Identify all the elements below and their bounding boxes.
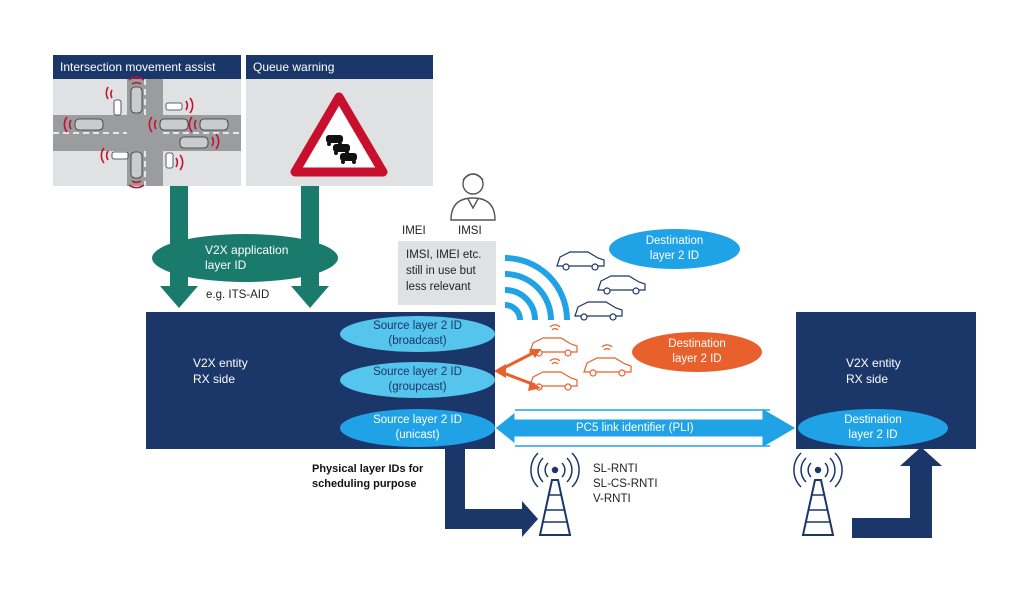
v2x-entity-rx-line2: RX side <box>846 372 889 386</box>
intersection-title-text: Intersection movement assist <box>60 60 216 74</box>
source-broadcast-line1: Source layer 2 ID <box>373 320 462 332</box>
destination-rx-line2: layer 2 ID <box>848 429 898 441</box>
physical-layer-arrow-right <box>852 447 942 538</box>
app-layer-line2: layer ID <box>205 258 247 272</box>
imsi-label: IMSI <box>458 225 482 237</box>
v2x-entity-rx-line1: V2X entity <box>846 356 901 370</box>
queue-warning-sign-icon <box>290 92 388 177</box>
cell-tower-right-icon <box>793 452 843 536</box>
identity-note-line1: IMSI, IMEI etc. <box>406 249 482 261</box>
source-layer2-broadcast: Source layer 2 ID (broadcast) <box>340 316 495 352</box>
source-broadcast-line2: (broadcast) <box>388 335 447 347</box>
intersection-panel-title: Intersection movement assist <box>53 55 241 79</box>
app-layer-example: e.g. ITS-AID <box>206 289 270 301</box>
destination-orange: Destination layer 2 ID <box>632 332 762 372</box>
identity-note-box: IMSI, IMEI etc. still in use but less re… <box>398 241 496 305</box>
orange-vehicles <box>529 324 632 391</box>
physical-layer-arrow-left <box>445 447 538 537</box>
identity-note-line3: less relevant <box>406 281 471 293</box>
destination-blue: Destination layer 2 ID <box>609 229 740 269</box>
app-layer-id-label: V2X application layer ID <box>205 243 288 273</box>
destination-blue-line2: layer 2 ID <box>649 250 700 262</box>
groupcast-arrows <box>494 349 541 391</box>
destination-rx-line1: Destination <box>844 414 902 426</box>
physical-layer-line1: Physical layer IDs for <box>312 463 424 475</box>
v2x-entity-tx-line1: V2X entity <box>193 356 248 370</box>
destination-blue-line1: Destination <box>645 235 704 247</box>
app-layer-line1: V2X application <box>205 243 289 257</box>
destination-orange-line1: Destination <box>668 338 726 350</box>
source-unicast-line1: Source layer 2 ID <box>373 414 462 426</box>
source-layer2-groupcast: Source layer 2 ID (groupcast) <box>340 362 495 398</box>
source-groupcast-line1: Source layer 2 ID <box>373 366 462 378</box>
physical-layer-label: Physical layer IDs for scheduling purpos… <box>312 462 423 492</box>
blue-vehicles <box>556 251 646 321</box>
application-layer-arrows <box>152 186 338 308</box>
v2x-entity-tx-label: V2X entity RX side <box>193 355 248 387</box>
source-unicast-line2: (unicast) <box>395 429 440 441</box>
source-layer2-unicast: Source layer 2 ID (unicast) <box>340 409 495 447</box>
physical-layer-line2: scheduling purpose <box>312 478 417 490</box>
rnti-item: SL-CS-RNTI <box>593 478 658 490</box>
wireless-waves-icon <box>504 255 570 321</box>
rnti-item: V-RNTI <box>593 493 631 505</box>
rnti-item: SL-RNTI <box>593 463 638 475</box>
destination-layer2-rx: Destination layer 2 ID <box>798 409 948 447</box>
cell-tower-icon <box>530 452 580 536</box>
imei-label: IMEI <box>402 225 426 237</box>
source-groupcast-line2: (groupcast) <box>388 381 447 393</box>
v2x-entity-rx-label: V2X entity RX side <box>846 355 901 387</box>
rnti-list: SL-RNTI SL-CS-RNTI V-RNTI <box>593 462 658 507</box>
intersection-illustration <box>53 76 241 189</box>
queue-title-text: Queue warning <box>253 60 335 74</box>
user-icon <box>450 173 496 221</box>
pc5-link-label: PC5 link identifier (PLI) <box>576 422 694 434</box>
v2x-entity-tx-line2: RX side <box>193 372 236 386</box>
destination-orange-line2: layer 2 ID <box>672 353 722 365</box>
identity-note-line2: still in use but <box>406 265 476 277</box>
queue-panel-title: Queue warning <box>246 55 433 79</box>
